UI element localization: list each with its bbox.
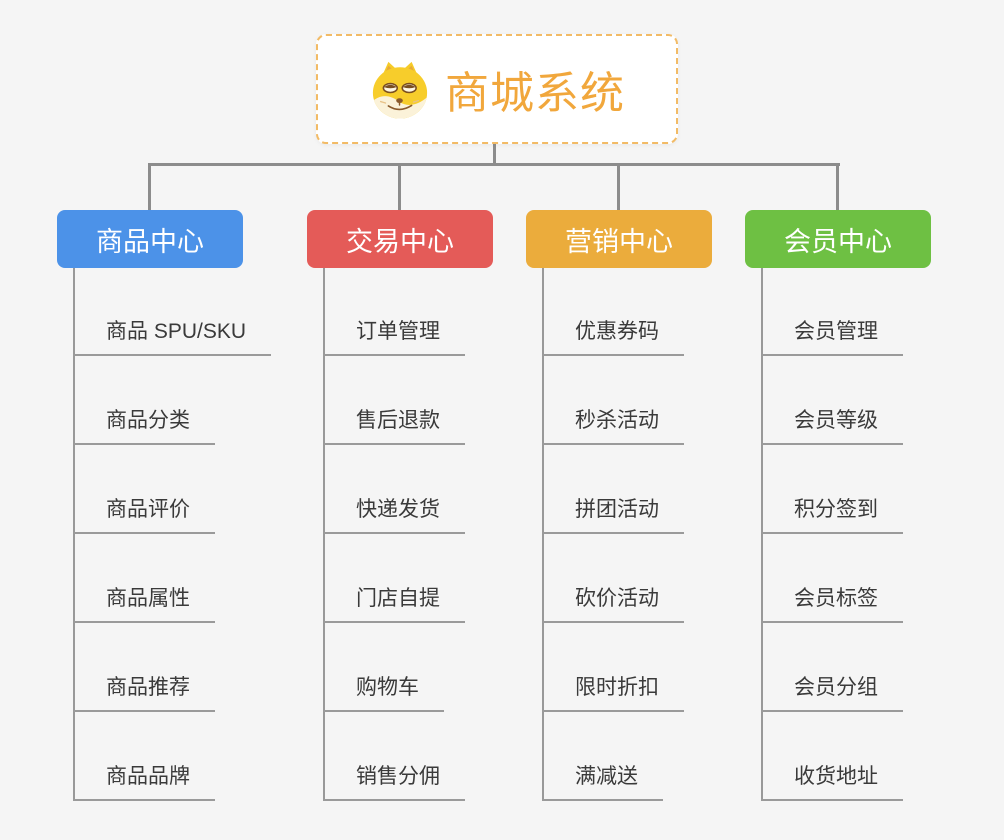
- leaf-node[interactable]: 拼团活动: [542, 496, 684, 534]
- leaf-node[interactable]: 商品属性: [73, 585, 215, 623]
- leaf-node[interactable]: 砍价活动: [542, 585, 684, 623]
- branch-trunk-line: [323, 268, 325, 801]
- leaf-node[interactable]: 商品推荐: [73, 674, 215, 712]
- root-connector-stub: [493, 144, 496, 163]
- doge-icon: [372, 61, 428, 119]
- branch-connector-stub: [148, 163, 151, 210]
- leaf-node[interactable]: 会员标签: [761, 585, 903, 623]
- leaf-node[interactable]: 订单管理: [323, 318, 465, 356]
- branch-connector-stub: [398, 163, 401, 210]
- branch-trunk-line: [73, 268, 75, 801]
- branch-node-4[interactable]: 会员中心: [745, 210, 931, 268]
- leaf-node[interactable]: 商品评价: [73, 496, 215, 534]
- branch-trunk-line: [542, 268, 544, 801]
- branch-connector-stub: [617, 163, 620, 210]
- branch-node-1[interactable]: 商品中心: [57, 210, 243, 268]
- branch-node-2[interactable]: 交易中心: [307, 210, 493, 268]
- leaf-node[interactable]: 门店自提: [323, 585, 465, 623]
- leaf-node[interactable]: 商品 SPU/SKU: [73, 318, 272, 356]
- branches-horizontal-connector: [149, 163, 840, 166]
- leaf-node[interactable]: 会员管理: [761, 318, 903, 356]
- leaf-node[interactable]: 购物车: [323, 674, 444, 712]
- leaf-node[interactable]: 优惠券码: [542, 318, 684, 356]
- branch-node-3[interactable]: 营销中心: [526, 210, 712, 268]
- branch-trunk-line: [761, 268, 763, 801]
- leaf-node[interactable]: 售后退款: [323, 407, 465, 445]
- leaf-node[interactable]: 满减送: [542, 763, 663, 801]
- root-node[interactable]: 商城系统: [316, 34, 678, 144]
- leaf-node[interactable]: 会员分组: [761, 674, 903, 712]
- leaf-node[interactable]: 限时折扣: [542, 674, 684, 712]
- leaf-node[interactable]: 快递发货: [323, 496, 465, 534]
- leaf-node[interactable]: 会员等级: [761, 407, 903, 445]
- branch-connector-stub: [836, 163, 839, 210]
- leaf-node[interactable]: 积分签到: [761, 496, 903, 534]
- root-title: 商城系统: [445, 69, 625, 118]
- leaf-node[interactable]: 销售分佣: [323, 763, 465, 801]
- leaf-node[interactable]: 商品分类: [73, 407, 215, 445]
- leaf-node[interactable]: 商品品牌: [73, 763, 215, 801]
- leaf-node[interactable]: 收货地址: [761, 763, 903, 801]
- leaf-node[interactable]: 秒杀活动: [542, 407, 684, 445]
